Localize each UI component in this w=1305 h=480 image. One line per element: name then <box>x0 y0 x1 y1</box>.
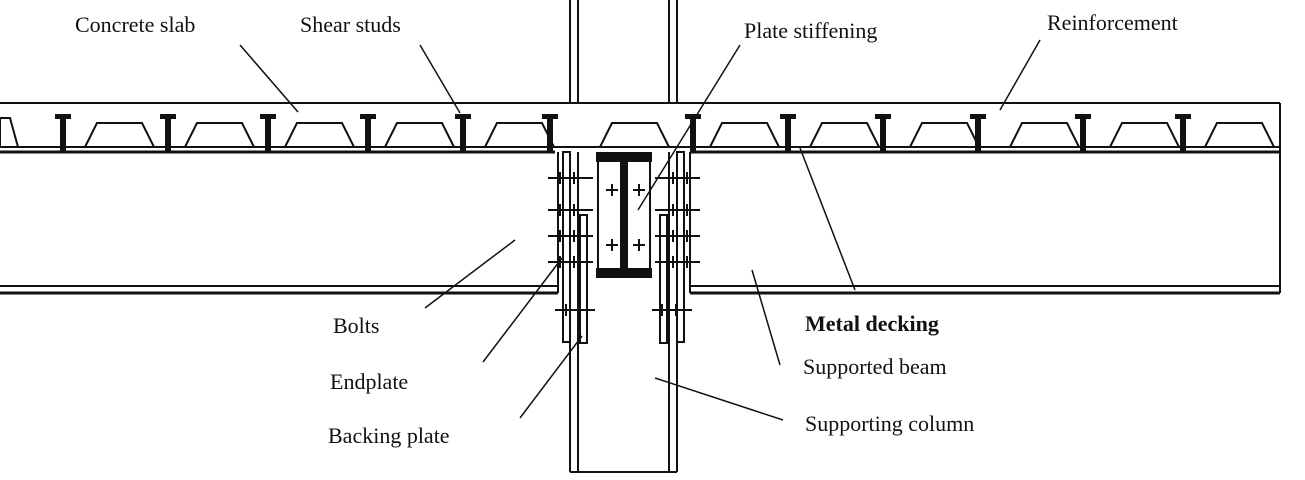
label-shear-studs: Shear studs <box>300 12 401 37</box>
supported-beam-right <box>689 152 1281 295</box>
label-reinforcement: Reinforcement <box>1047 10 1178 35</box>
label-metal-decking: Metal decking <box>805 311 939 336</box>
label-bolts: Bolts <box>333 313 380 338</box>
label-backing-plate: Backing plate <box>328 423 450 448</box>
endplate <box>562 151 685 343</box>
concrete-slab <box>0 102 1281 152</box>
backing-plate <box>579 214 668 344</box>
label-plate-stiffening: Plate stiffening <box>744 18 878 43</box>
shear-studs <box>55 114 1191 152</box>
supported-beam-left <box>0 152 559 295</box>
leader-lines <box>239 39 1041 421</box>
bolts <box>548 172 700 316</box>
label-endplate: Endplate <box>330 369 409 394</box>
label-concrete-slab: Concrete slab <box>75 12 196 37</box>
label-supporting-column: Supporting column <box>805 411 975 436</box>
plate-stiffening <box>596 152 652 278</box>
label-supported-beam: Supported beam <box>803 354 947 379</box>
